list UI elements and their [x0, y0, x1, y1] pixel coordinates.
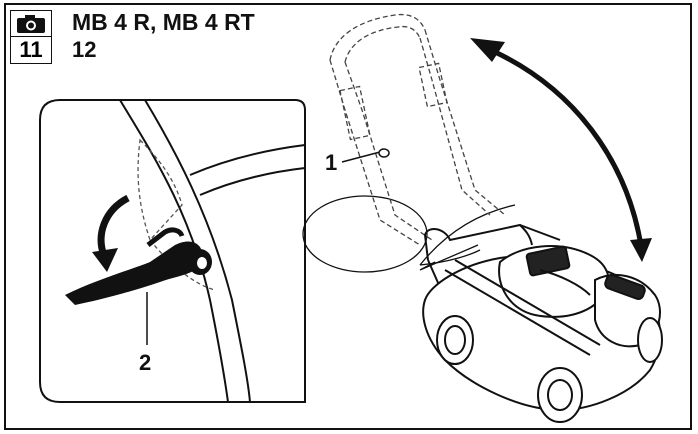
callout-2: 2 — [139, 350, 152, 375]
lawn-mower — [422, 223, 663, 423]
quick-release-lever — [65, 227, 212, 305]
camera-icon-box — [10, 10, 52, 36]
page-subtitle: 12 — [72, 37, 97, 62]
rotate-arrow-icon — [92, 194, 130, 272]
swing-arrow-icon — [470, 38, 652, 262]
figure-frame — [4, 3, 692, 430]
figure-number: 11 — [10, 36, 52, 64]
handle-folded-position — [329, 13, 506, 246]
magnify-ellipse — [302, 195, 428, 273]
page-title: MB 4 R, MB 4 RT — [72, 9, 255, 35]
callout-1: 1 — [325, 150, 338, 175]
camera-icon — [17, 14, 45, 33]
callout-1-leader — [341, 151, 381, 163]
